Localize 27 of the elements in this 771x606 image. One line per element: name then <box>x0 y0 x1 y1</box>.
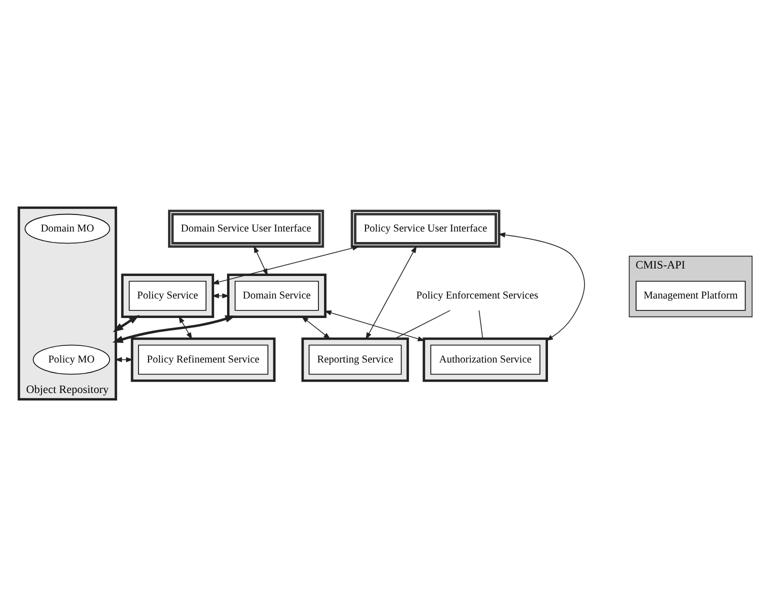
arrow <box>366 245 417 340</box>
cluster <box>422 336 548 382</box>
arrow <box>498 232 585 340</box>
arrow <box>112 314 140 332</box>
node-box: Management Platform <box>636 280 746 310</box>
cluster <box>130 336 276 382</box>
node-ellipse: Policy MO <box>32 344 110 374</box>
node-text: Policy Enforcement Services <box>416 290 538 302</box>
arrow <box>212 245 360 284</box>
node-box: Authorization Service <box>430 344 540 374</box>
connector <box>478 310 484 339</box>
arrow <box>324 310 426 341</box>
arrow <box>178 315 192 340</box>
node-box: Domain Service User Interface <box>168 209 324 248</box>
node-box: Policy Refinement Service <box>138 344 268 374</box>
node-box: Policy Service <box>128 280 206 310</box>
cluster <box>121 273 214 318</box>
arrow <box>254 245 268 276</box>
cluster <box>227 273 326 318</box>
node-box: Domain Service <box>234 280 319 310</box>
node-box: Reporting Service <box>308 344 402 374</box>
node-ellipse: Domain MO <box>24 213 110 244</box>
arrow <box>301 316 331 339</box>
arrow <box>112 314 236 342</box>
node-box: Policy Service User Interface <box>350 209 500 248</box>
cluster <box>301 336 409 382</box>
connector <box>394 310 451 339</box>
